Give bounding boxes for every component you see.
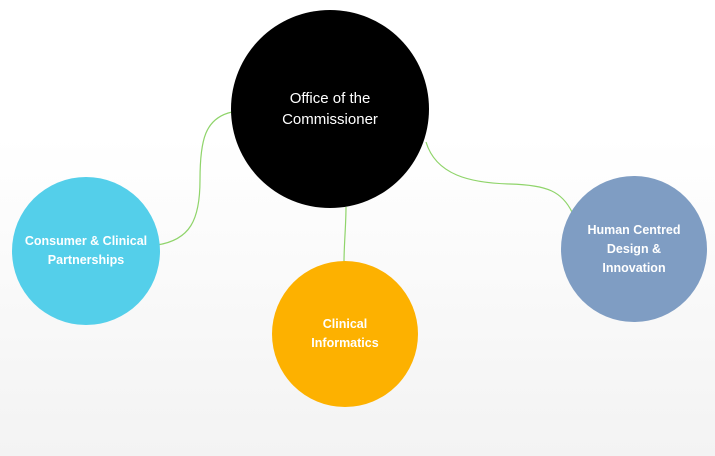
node-consumer-clinical-partnerships[interactable]: Consumer & Clinical Partnerships	[12, 177, 160, 325]
node-label-consumer-clinical-partnerships: Consumer & Clinical Partnerships	[24, 234, 148, 267]
node-human-centred-design-innovation[interactable]: Human Centred Design & Innovation	[561, 176, 707, 322]
node-label-office-of-the-commissioner: Office of the Commissioner	[282, 90, 378, 128]
node-clinical-informatics[interactable]: Clinical Informatics	[272, 261, 418, 407]
connector-root-human	[425, 141, 573, 213]
node-office-of-the-commissioner[interactable]: Office of the Commissioner	[231, 10, 429, 208]
node-label-human-centred-design-innovation: Human Centred Design & Innovation	[587, 222, 681, 275]
connector-root-clinical	[343, 206, 347, 263]
connector-root-consumer	[156, 111, 233, 246]
node-label-clinical-informatics: Clinical Informatics	[311, 317, 379, 350]
